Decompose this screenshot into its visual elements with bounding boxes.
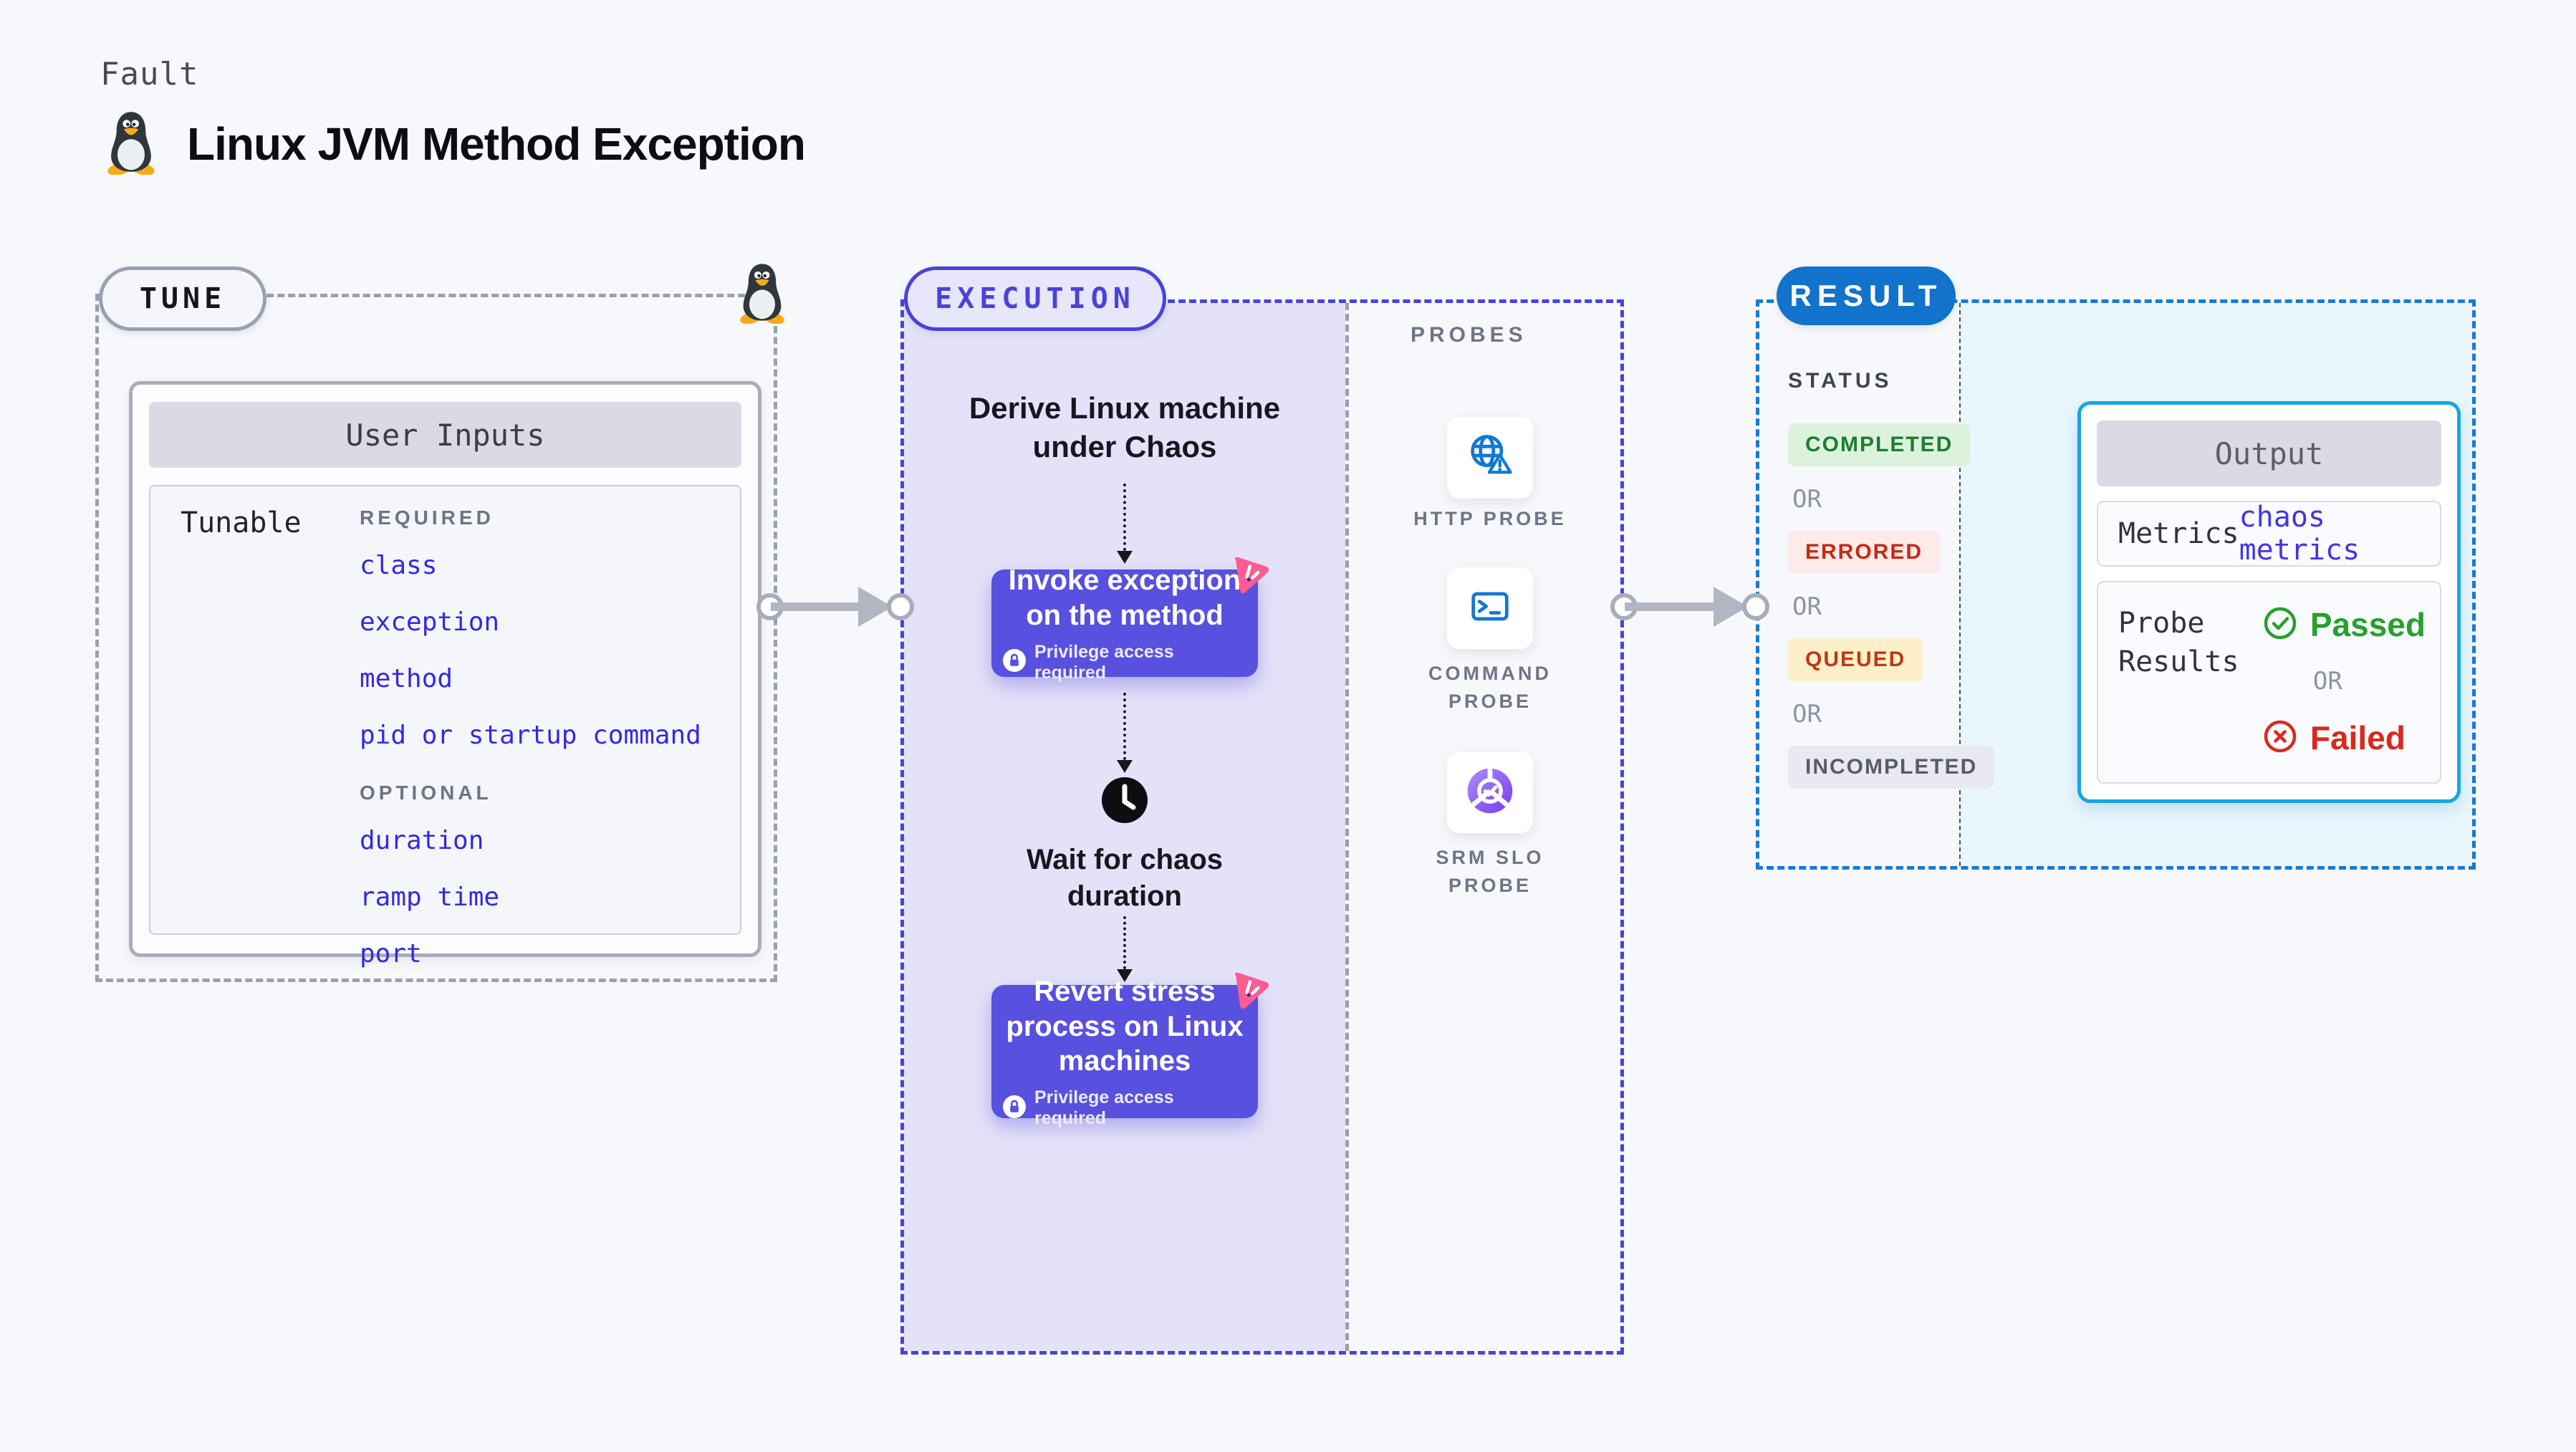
status-column-label: STATUS	[1788, 369, 1893, 393]
privilege-note-label: Privilege access required	[1034, 1087, 1174, 1129]
tunable-link-method[interactable]: method	[360, 664, 453, 693]
user-inputs-card: User Inputs Tunable REQUIRED class excep…	[129, 381, 761, 968]
failed-result: Failed	[2263, 718, 2426, 757]
metrics-label: Metrics	[2118, 517, 2239, 550]
probe-results-label: Probe Results	[2118, 607, 2239, 678]
optional-group-label: OPTIONAL	[360, 782, 492, 804]
command-probe-card	[1447, 567, 1533, 649]
failed-label: Failed	[2310, 719, 2406, 756]
probes-panel: PROBES HTTP PR	[1345, 303, 1620, 1351]
tunable-link-ramp-time[interactable]: ramp time	[360, 883, 500, 912]
status-badge-completed: COMPLETED	[1788, 423, 1971, 466]
status-badge-incompleted: INCOMPLETED	[1788, 746, 1995, 789]
metrics-row: Metrics chaos metrics	[2097, 501, 2441, 567]
dotted-arrow-down-icon	[1115, 916, 1134, 982]
privilege-note: Privilege access required	[1003, 1087, 1246, 1129]
x-circle-icon	[2263, 719, 2297, 757]
output-card: Output Metrics chaos metrics Probe Resul…	[2077, 401, 2461, 803]
chaos-logo-icon	[1226, 964, 1277, 1016]
step-invoke-label: Invoke exception on the method	[1008, 564, 1241, 631]
lock-icon	[1003, 1095, 1026, 1122]
arrow-right-icon	[1610, 584, 1769, 630]
status-badge-errored: ERRORED	[1788, 531, 1941, 574]
required-group-label: REQUIRED	[360, 506, 494, 529]
passed-label: Passed	[2310, 606, 2426, 643]
probes-panel-label: PROBES	[1410, 323, 1527, 347]
status-badge-queued: QUEUED	[1788, 638, 1923, 681]
chaos-logo-icon	[1226, 549, 1277, 601]
linux-penguin-icon	[104, 109, 158, 178]
tune-section-box	[95, 294, 777, 982]
tunable-link-class[interactable]: class	[360, 551, 438, 580]
tunable-row-label: Tunable	[181, 506, 302, 539]
tunable-link-pid-or-startup-command[interactable]: pid or startup command	[360, 721, 701, 750]
lock-icon	[1003, 649, 1026, 675]
passed-result: Passed	[2263, 605, 2426, 644]
execution-section-box: Derive Linux machine under Chaos Invoke …	[900, 299, 1624, 1355]
srm-slo-probe-card	[1447, 751, 1533, 833]
step-revert-node: Revert stress process on Linux machines …	[991, 972, 1269, 1128]
fault-kicker: Fault	[100, 56, 199, 92]
or-separator: OR	[1792, 485, 1822, 514]
check-circle-icon	[2263, 606, 2297, 644]
step-invoke-node: Invoke exception on the method Privilege…	[991, 557, 1269, 683]
step-wait-label: Wait for chaos duration	[1026, 844, 1224, 913]
user-inputs-table: Tunable REQUIRED class exception method …	[149, 485, 741, 968]
clock-icon	[1100, 776, 1149, 828]
command-probe-label: COMMAND PROBE	[1428, 663, 1552, 713]
or-separator: OR	[1792, 700, 1822, 729]
tune-pill: TUNE	[99, 266, 266, 331]
tunable-link-exception[interactable]: exception	[360, 607, 500, 637]
slo-pie-icon	[1463, 764, 1517, 822]
tunables-list: REQUIRED class exception method pid or s…	[360, 506, 719, 968]
dotted-arrow-down-icon	[1115, 693, 1134, 773]
srm-slo-probe-label: SRM SLO PROBE	[1436, 847, 1544, 897]
http-probe-card	[1447, 417, 1533, 499]
execution-pill: EXECUTION	[904, 266, 1166, 331]
privilege-note-label: Privilege access required	[1034, 641, 1174, 683]
tunable-link-duration[interactable]: duration	[360, 826, 484, 855]
globe-alert-icon	[1464, 431, 1516, 486]
step-revert-label: Revert stress process on Linux machines	[1006, 975, 1244, 1077]
step-derive-label: Derive Linux machine under Chaos	[969, 391, 1281, 463]
privilege-note: Privilege access required	[1003, 642, 1246, 683]
result-pill: RESULT	[1777, 266, 1956, 325]
or-separator: OR	[1792, 592, 1822, 621]
http-probe-label: HTTP PROBE	[1413, 508, 1567, 529]
arrow-right-icon	[756, 584, 914, 630]
page-header: Linux JVM Method Exception	[104, 109, 806, 178]
probe-results-row: Probe Results Passed OR	[2097, 581, 2441, 784]
or-separator: OR	[2312, 667, 2342, 696]
output-card-header: Output	[2097, 420, 2441, 486]
probe-results-values: Passed OR Failed	[2263, 605, 2426, 768]
dotted-arrow-down-icon	[1115, 484, 1134, 564]
page-title: Linux JVM Method Exception	[187, 117, 806, 170]
chaos-metrics-link[interactable]: chaos metrics	[2239, 501, 2360, 567]
linux-penguin-icon	[736, 261, 788, 327]
execution-flow-area: Derive Linux machine under Chaos Invoke …	[904, 303, 1345, 1351]
status-column: STATUS COMPLETED OR ERRORED OR QUEUED OR…	[1788, 369, 1995, 804]
terminal-icon	[1464, 581, 1516, 636]
tunable-link-port[interactable]: port	[360, 939, 422, 968]
user-inputs-header: User Inputs	[149, 402, 741, 468]
